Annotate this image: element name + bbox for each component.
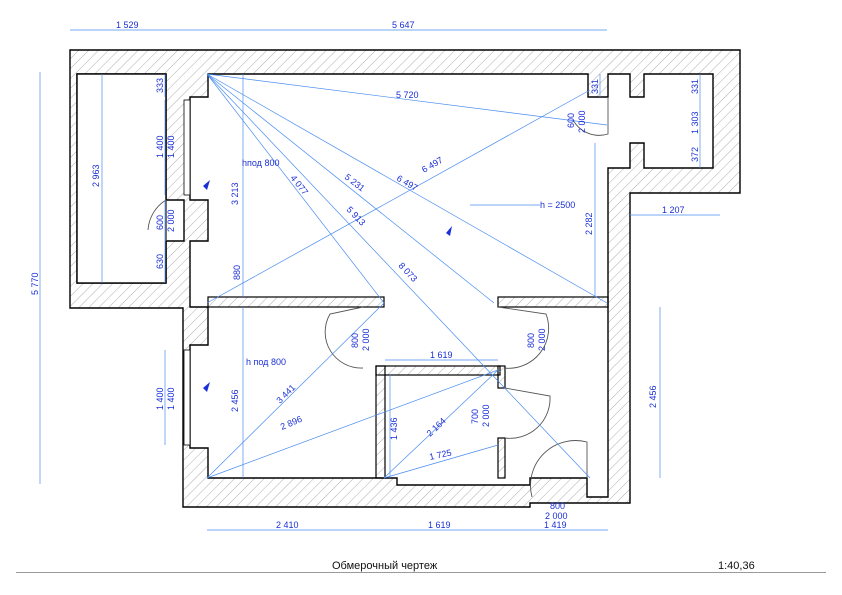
dim-room-height-left: 3 213 <box>230 182 240 205</box>
dim-2456-right: 2 456 <box>648 385 658 408</box>
window-bedroom <box>183 99 191 196</box>
dim-right-door-w: 600 <box>566 113 576 128</box>
dim-kitchen-window-b: 1 400 <box>166 387 176 410</box>
markers <box>203 180 452 392</box>
doors <box>147 97 609 498</box>
bath-wall-right-bottom <box>497 437 506 479</box>
footer-divider <box>16 572 826 573</box>
inner-rooms <box>189 73 714 498</box>
dimension-lines <box>39 29 720 531</box>
left-room <box>76 73 167 284</box>
partition-right <box>497 296 609 308</box>
dim-bottom-1619: 1 619 <box>428 520 451 530</box>
dim-bottom-1419: 1 419 <box>544 520 567 530</box>
dim-right-door-h: 2 000 <box>577 110 587 133</box>
dim-door4-h: 2 000 <box>481 404 491 427</box>
dim-door2-w: 800 <box>350 333 360 348</box>
dim-top-left: 1 529 <box>116 20 139 30</box>
dim-door1-h: 2 000 <box>166 209 176 232</box>
dim-1207: 1 207 <box>662 205 685 215</box>
dim-bedroom-lower: 630 <box>155 254 165 269</box>
dim-2282: 2 282 <box>584 212 594 235</box>
dim-372: 372 <box>690 147 700 162</box>
window-kitchen <box>183 349 191 446</box>
dim-window1-a: 1 400 <box>155 135 165 158</box>
dim-bedroom-height: 2 963 <box>91 164 101 187</box>
dim-bath-width: 1 619 <box>430 350 453 360</box>
bath-wall-left <box>375 365 386 479</box>
door-kitchen <box>324 306 364 369</box>
door-upper-right <box>572 97 609 136</box>
dim-door3-h: 2 000 <box>537 328 547 351</box>
dim-1303: 1 303 <box>690 111 700 134</box>
dim-diag-5720: 5 720 <box>396 90 419 100</box>
arrow-marker <box>203 382 210 392</box>
dim-bath-diag-1725: 1 725 <box>428 447 452 461</box>
dim-door2-h: 2 000 <box>361 328 371 351</box>
dim-door1-w: 600 <box>155 215 165 230</box>
dim-hall-window-label: hпод 800 <box>242 158 279 168</box>
dim-entry-door-w: 800 <box>550 501 565 511</box>
dim-kitchen-window-label: h под 800 <box>246 357 286 367</box>
door-bath <box>504 387 551 439</box>
door-entry <box>530 440 588 498</box>
arrow-marker <box>203 180 210 190</box>
bath-wall-top <box>375 365 501 376</box>
arrow-marker <box>446 226 452 236</box>
drawing-scale: 1:40,36 <box>718 560 755 572</box>
dim-880: 880 <box>232 265 242 280</box>
dim-top-main: 5 647 <box>392 20 415 30</box>
dim-door3-w: 800 <box>526 333 536 348</box>
dim-kitchen-height-left: 2 456 <box>230 389 240 412</box>
dim-door4-w: 700 <box>470 409 480 424</box>
dimension-labels: 1 529 5 647 5 770 2 963 333 1 400 1 400 … <box>30 20 700 530</box>
dim-entry-door-h: 2 000 <box>545 511 568 521</box>
dim-bottom-2410: 2 410 <box>276 520 299 530</box>
door-room-right <box>497 306 550 369</box>
walls <box>69 49 741 508</box>
partition-hall <box>207 296 385 308</box>
dim-bath-height: 1 436 <box>389 417 399 440</box>
door-bedroom <box>147 199 167 241</box>
dim-window1-b: 1 400 <box>166 135 176 158</box>
dim-left-total: 5 770 <box>30 272 40 295</box>
dim-kitchen-window-a: 1 400 <box>155 387 165 410</box>
dim-331-a: 331 <box>590 79 600 94</box>
dim-h-label: h = 2500 <box>540 200 575 210</box>
dim-331-b: 331 <box>690 79 700 94</box>
dim-window1-top: 333 <box>155 78 165 93</box>
drawing-title: Обмерочный чертеж <box>332 560 438 572</box>
bath-wall-right-top <box>497 365 506 389</box>
